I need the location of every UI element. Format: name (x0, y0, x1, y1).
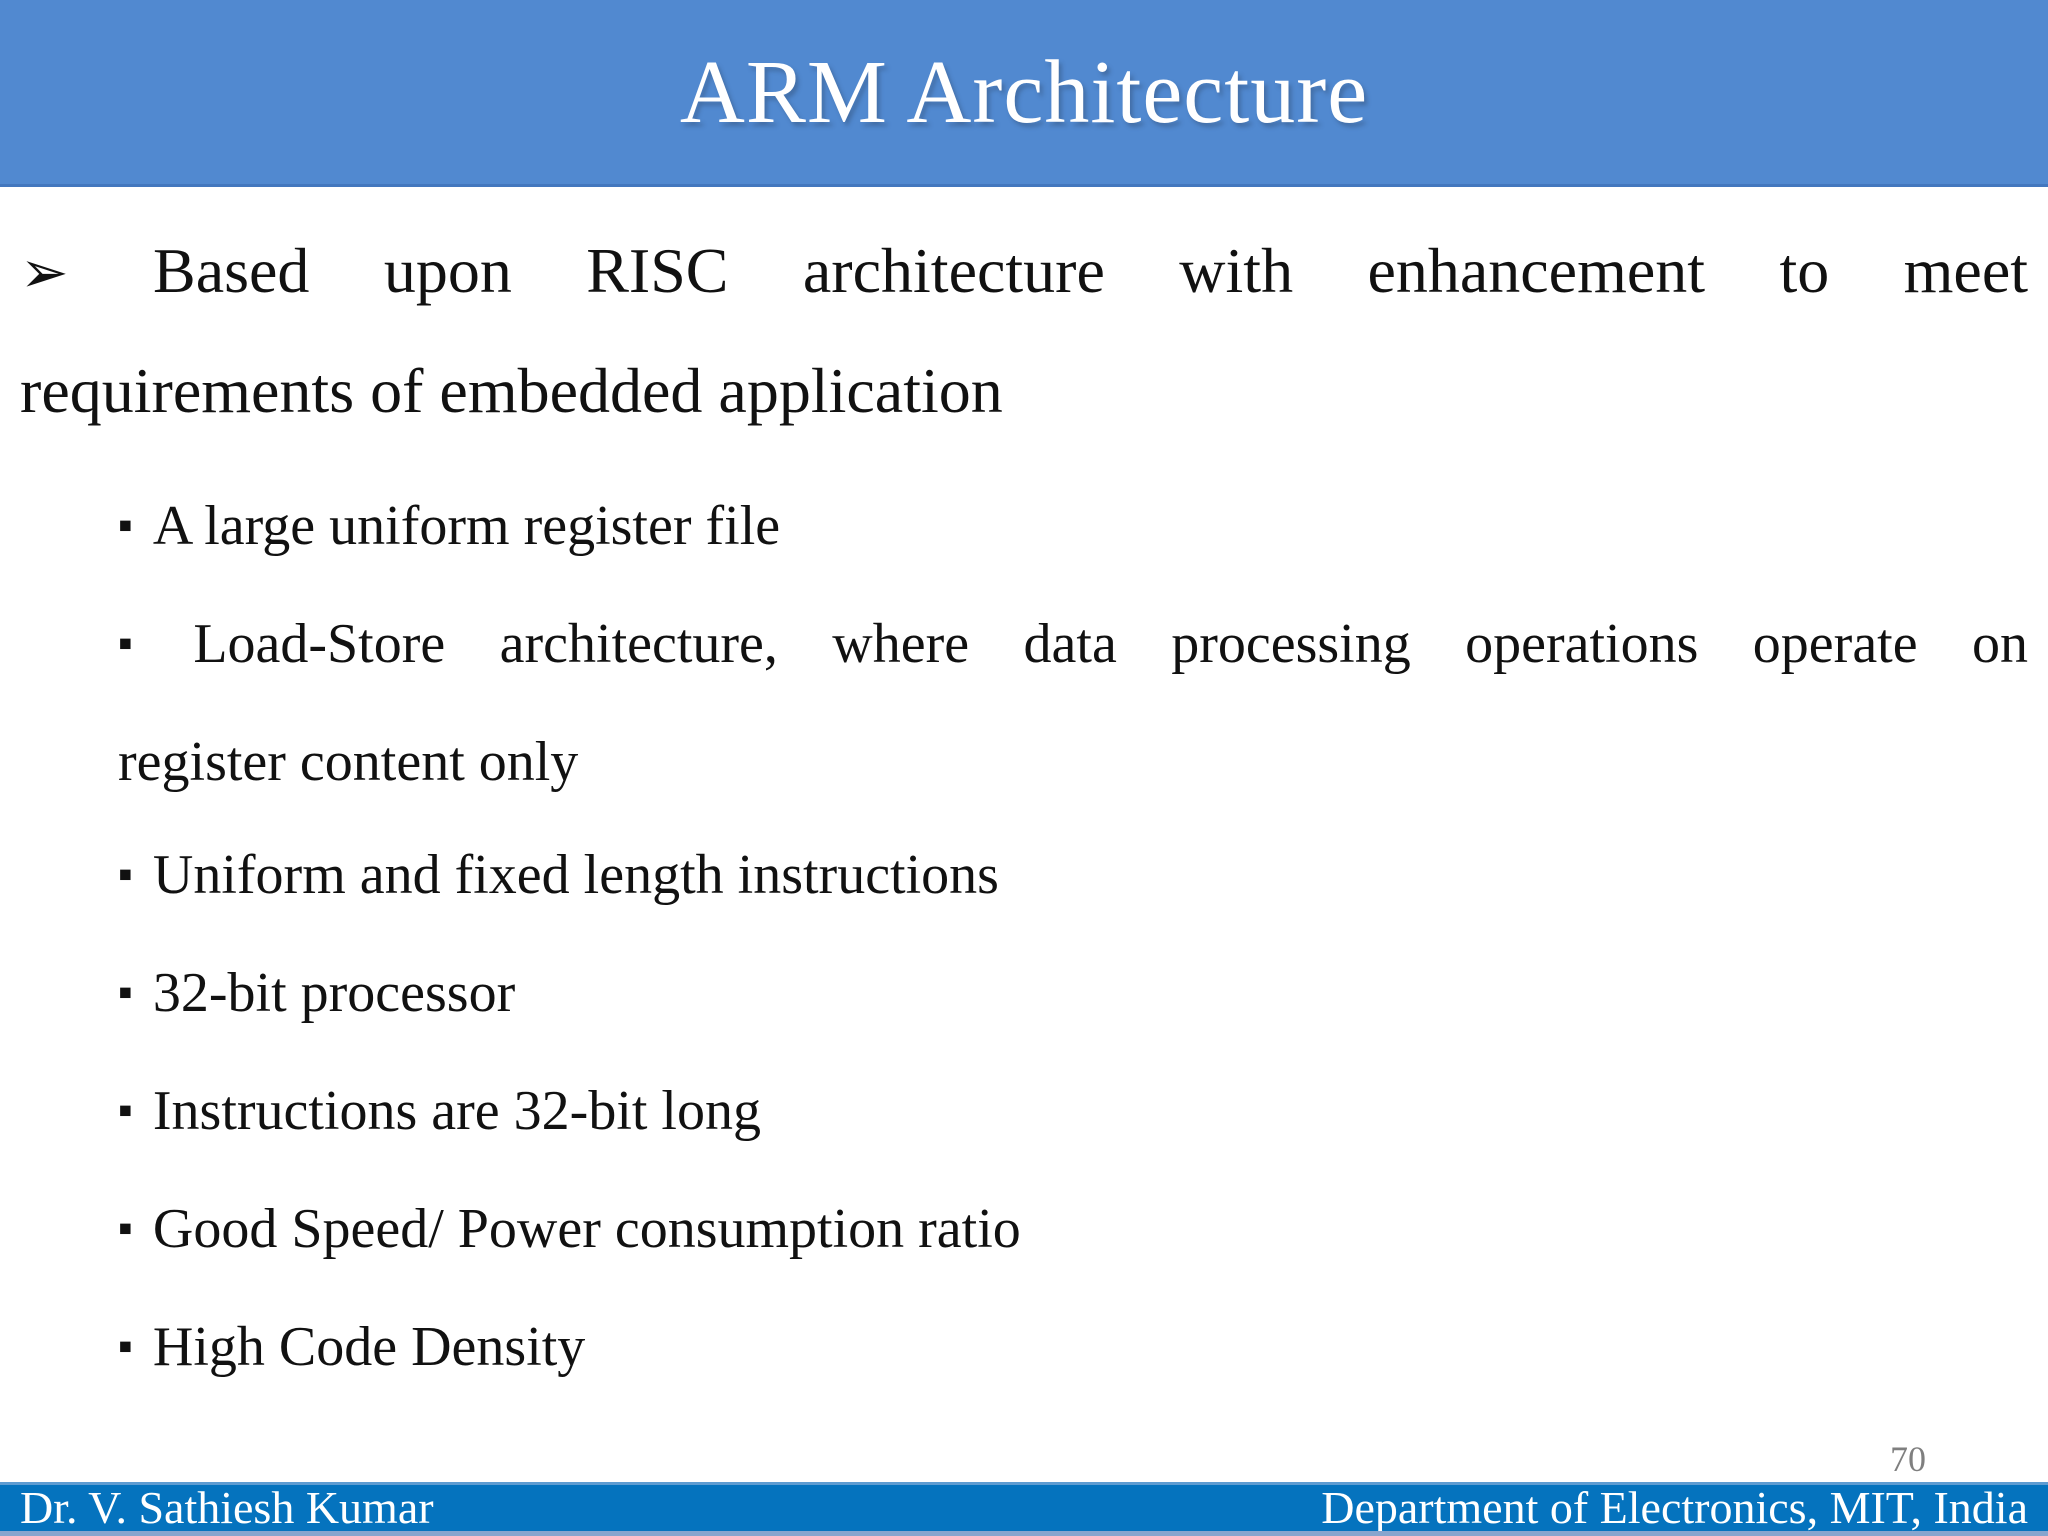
square-bullet-icon: ▪ (118, 621, 174, 667)
slide-content: ➢ Based upon RISC architecture with enha… (0, 212, 2048, 1409)
sub-bullet-text: Good Speed/ Power consumption ratio (152, 1198, 1021, 1260)
main-bullet-line-1: ➢ Based upon RISC architecture with enha… (20, 212, 2028, 332)
list-item: ▪ 32-bit processor (118, 937, 2028, 1055)
list-item: ▪ Good Speed/ Power consumption ratio (118, 1173, 2028, 1291)
sub-bullet-list: ▪ A large uniform register file ▪ Load-Sto… (0, 470, 2048, 1409)
list-item: ▪ Load-Store architecture, where data pro… (118, 588, 2028, 819)
square-bullet-icon: ▪ (118, 1324, 133, 1370)
footer-department: Department of Electronics, MIT, India (1321, 1482, 2028, 1533)
square-bullet-icon: ▪ (118, 503, 133, 549)
main-bullet-text: Based upon RISC architecture with enhanc… (153, 235, 2029, 306)
sub-bullet-text: Load-Store architecture, where data proc… (193, 613, 2028, 675)
square-bullet-icon: ▪ (118, 1206, 133, 1252)
footer-bar: Dr. V. Sathiesh Kumar Department of Elec… (0, 1482, 2048, 1531)
main-bullet-line-2: requirements of embedded application (20, 355, 1003, 426)
page-number: 70 (1890, 1439, 1926, 1479)
list-item: ▪ A large uniform register file (118, 470, 2028, 588)
sub-bullet-text: High Code Density (152, 1316, 586, 1378)
bottom-strip (0, 1531, 2048, 1536)
sub-bullet-line-2: register content only (118, 731, 579, 793)
sub-bullet-text: Instructions are 32-bit long (152, 1080, 761, 1142)
square-bullet-icon: ▪ (118, 970, 133, 1016)
arrow-bullet-icon: ➢ (20, 240, 69, 305)
list-item: ▪ Instructions are 32-bit long (118, 1055, 2028, 1173)
square-bullet-icon: ▪ (118, 1088, 133, 1134)
title-banner: ARM Architecture (0, 0, 2048, 187)
list-item: ▪ High Code Density (118, 1291, 2028, 1409)
sub-bullet-text: Uniform and fixed length instructions (152, 844, 999, 906)
sub-bullet-text: 32-bit processor (152, 962, 516, 1024)
sub-bullet-line-1: ▪ Load-Store architecture, where data pro… (118, 588, 2028, 706)
list-item: ▪ Uniform and fixed length instructions (118, 819, 2028, 937)
main-bullet: ➢ Based upon RISC architecture with enha… (0, 212, 2048, 450)
page-title: ARM Architecture (679, 42, 1369, 142)
footer-author: Dr. V. Sathiesh Kumar (20, 1482, 434, 1533)
sub-bullet-text: A large uniform register file (152, 495, 781, 557)
square-bullet-icon: ▪ (118, 852, 133, 898)
